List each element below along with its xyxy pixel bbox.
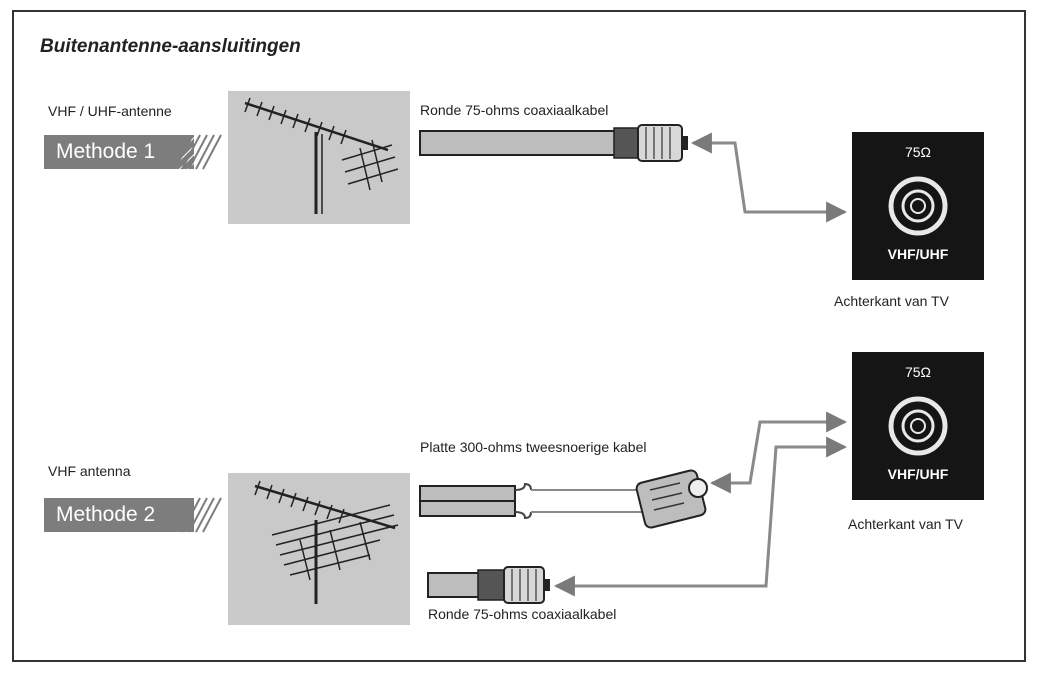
method2-coax-cable-label: Ronde 75-ohms coaxiaalkabel — [428, 606, 617, 622]
method2-matching-transformer — [635, 469, 708, 529]
method2-antenna-label: VHF antenna — [48, 463, 131, 479]
method1-tag: Methode 1 — [44, 135, 194, 169]
method2-lower-wire — [553, 436, 848, 597]
method1-cable-label: Ronde 75-ohms coaxiaalkabel — [420, 102, 609, 118]
diagram-title: Buitenantenne-aansluitingen — [40, 36, 301, 57]
method1-connection-wire — [690, 132, 848, 223]
method1-tv-caption: Achterkant van TV — [834, 293, 949, 309]
method1-tv-impedance: 75Ω — [904, 144, 932, 160]
method2-tv-caption: Achterkant van TV — [848, 516, 963, 532]
method1-tv-port-label: VHF/UHF — [887, 246, 949, 262]
method2-tag: Methode 2 — [44, 498, 194, 532]
method2-tv-impedance: 75Ω — [904, 364, 932, 380]
method2-tv-socket — [888, 396, 948, 456]
method2-tag-slashes — [181, 497, 222, 533]
method2-antenna-drawing — [254, 480, 399, 604]
method2-antenna-photo — [228, 473, 410, 625]
method2-tv-port-label: VHF/UHF — [887, 466, 949, 482]
method1-coax-cable — [419, 124, 688, 162]
method1-antenna-label: VHF / UHF-antenne — [48, 103, 172, 119]
method2-tv-panel: 75Ω VHF/UHF — [852, 352, 984, 500]
method1-tag-slashes — [176, 134, 222, 170]
method2-flat-cable — [419, 482, 650, 520]
method1-tv-socket — [888, 176, 948, 236]
method2-upper-wire — [709, 411, 848, 494]
method2-coax-cable — [427, 566, 550, 604]
method1-antenna-drawing — [244, 97, 399, 214]
method1-tv-panel: 75Ω VHF/UHF — [852, 132, 984, 280]
diagram-frame — [12, 10, 1026, 662]
